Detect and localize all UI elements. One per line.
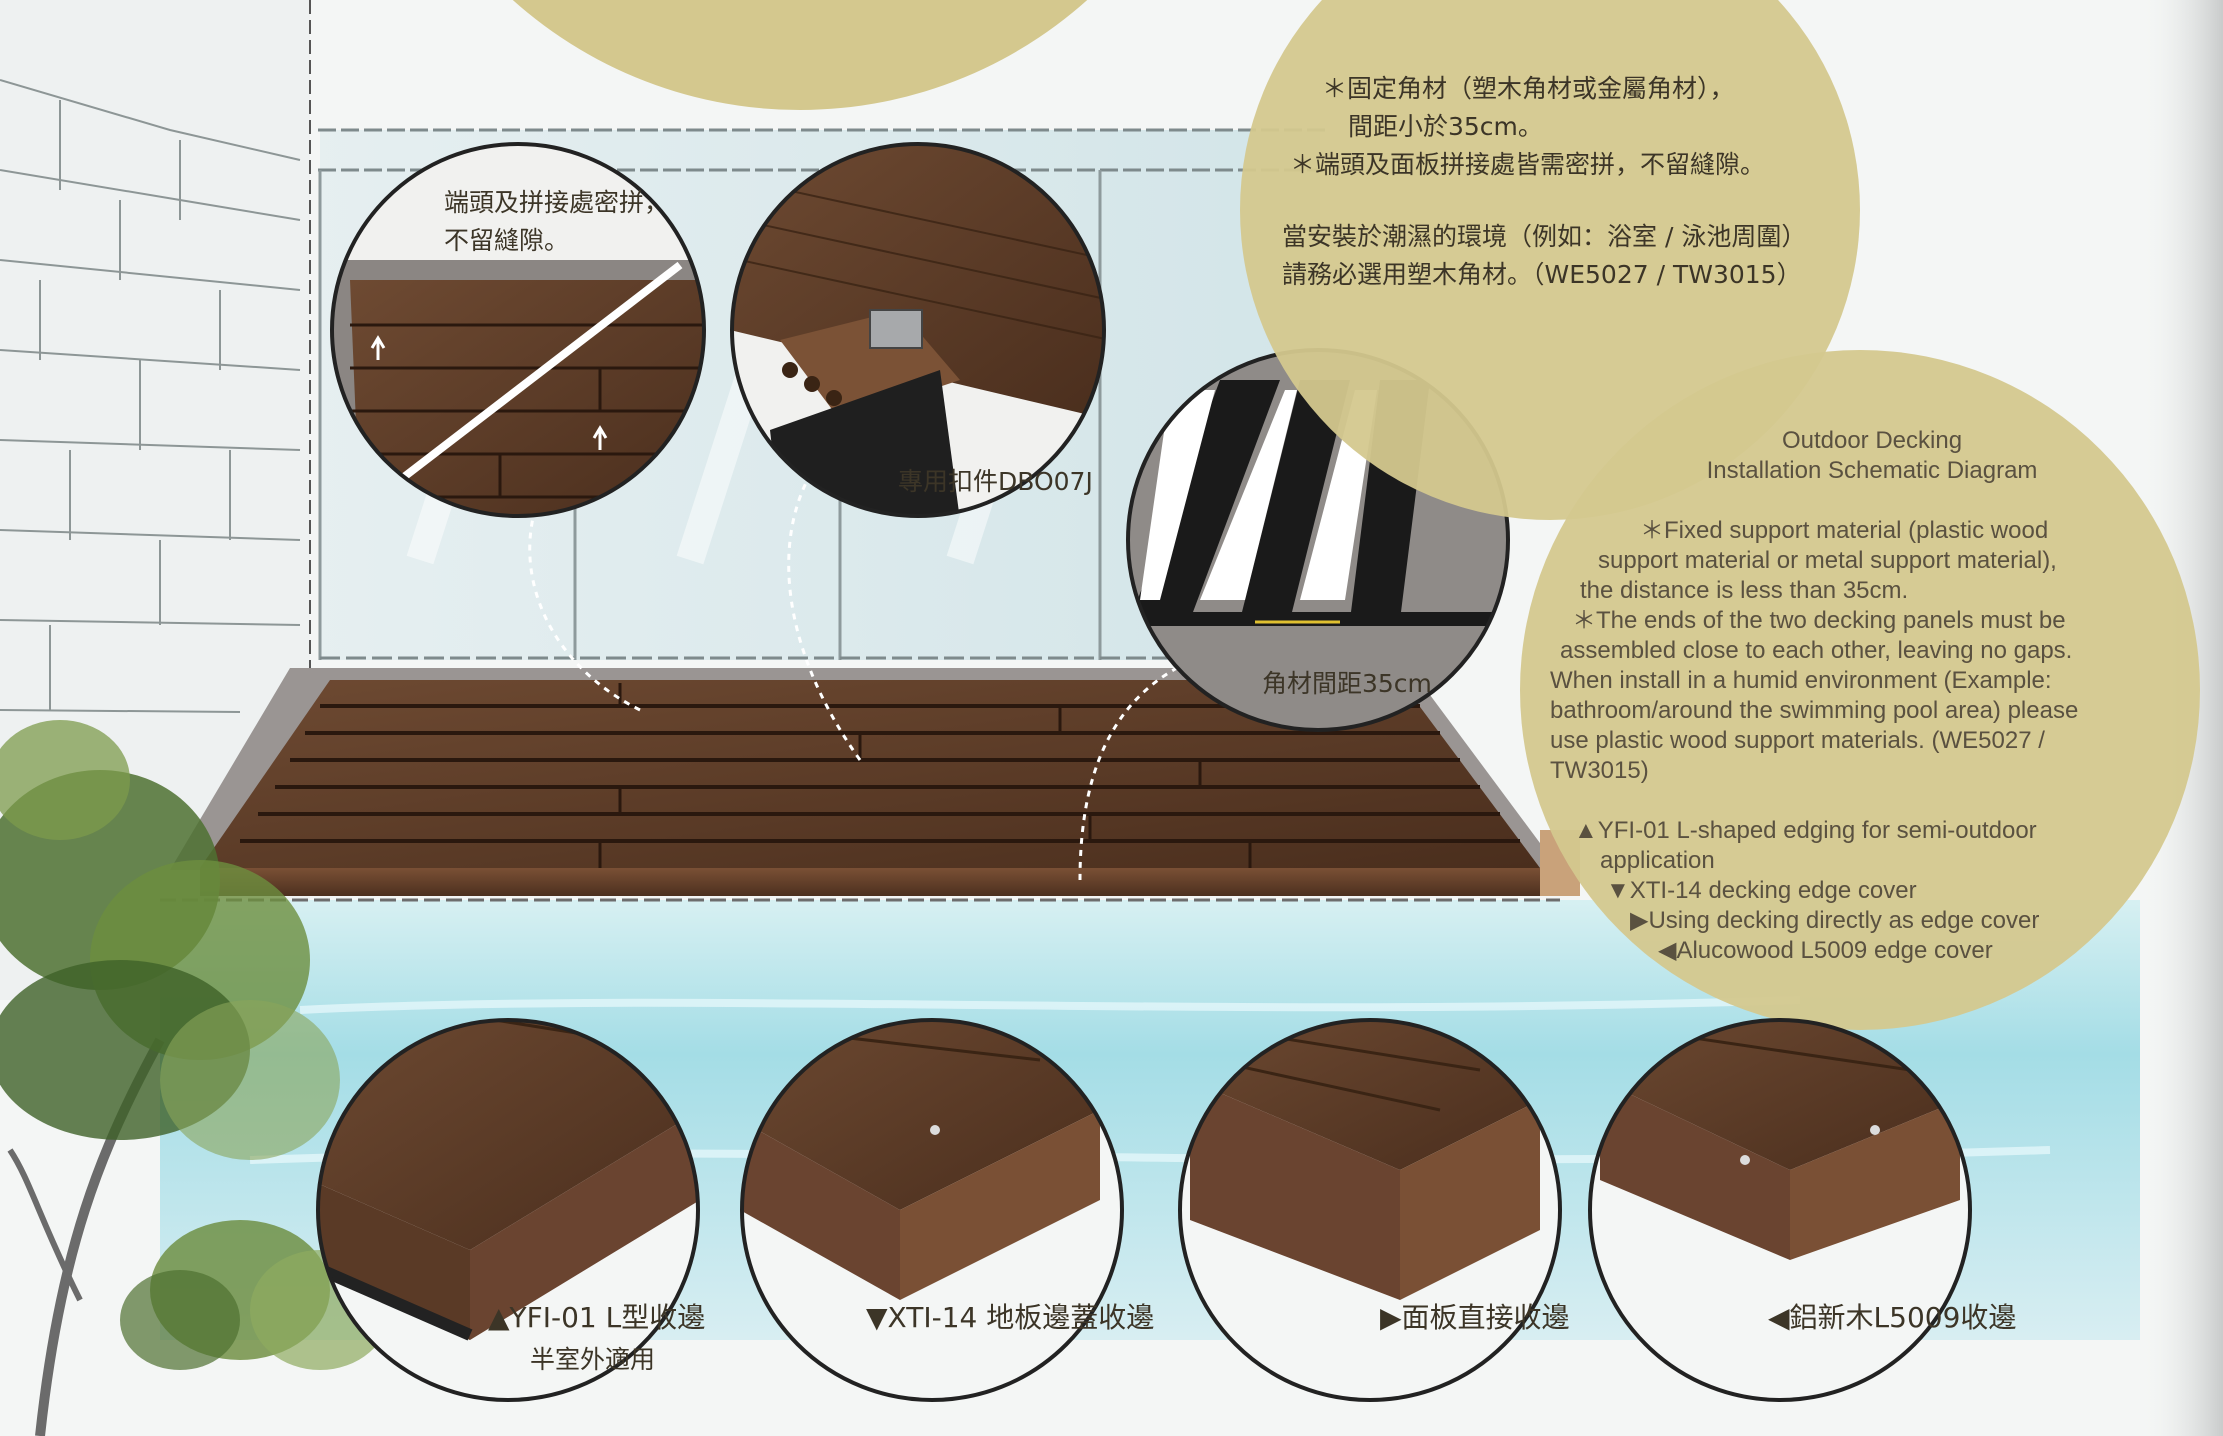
note-cn-line2: 間距小於35cm。 [1348,112,1543,141]
note-en-line: ＊Fixed support material (plastic wood [1640,517,2049,544]
edge-note-line: ▲YFI-01 L-shaped edging for semi-outdoor [1574,817,2037,844]
clip-label: 專用扣件DBO07J [898,467,1093,496]
edge-option-l5009: ◀鋁新木L5009收邊 [1768,1301,2017,1334]
edge-circle-l5009 [1588,1018,1972,1402]
edge-option-xti14: ▼XTI-14 地板邊蓋收邊 [866,1301,1155,1334]
seam-callout-line1: 端頭及拼接處密拼， [444,188,670,217]
edge-note-line: ▶Using decking directly as edge cover [1630,907,2040,934]
notes-en-body: ＊Fixed support material (plastic wood su… [1550,516,2078,786]
edge-circle-xti14 [740,1018,1124,1402]
edge-note-line: ▼XTI-14 decking edge cover [1606,877,1917,904]
note-en-title1: Outdoor Decking [1781,427,1963,454]
edge-option-label: ▲YFI-01 L型收邊 [488,1301,706,1334]
edge-circle-panel [1178,1018,1562,1402]
note-en-title2: Installation Schematic Diagram [1706,457,2038,484]
seam-callout: 端頭及拼接處密拼， 不留縫隙。 [444,184,669,260]
edge-option-sub: 半室外適用 [530,1345,656,1374]
edge-option-panel: ▶面板直接收邊 [1380,1301,1570,1334]
note-en-line: assembled close to each other, leaving n… [1560,637,2073,664]
detail-circle-clip [730,142,1106,518]
accent-circle-en-notes [1520,350,2200,1030]
notes-cn: ＊固定角材（塑木角材或金屬角材）， 間距小於35cm。 ＊端頭及面板拼接處皆需密… [1282,70,1806,294]
note-en-line: support material or metal support materi… [1598,547,2057,574]
note-cn-line3: ＊端頭及面板拼接處皆需密拼，不留縫隙。 [1290,150,1766,179]
note-cn-line1: ＊固定角材（塑木角材或金屬角材）， [1322,74,1735,103]
edge-note-line: application [1600,847,1715,874]
edge-note-line: ◀Alucowood L5009 edge cover [1658,937,1993,964]
note-cn-line5: 請務必選用塑木角材。（WE5027 / TW3015） [1282,260,1802,289]
edge-circle-yfi01 [316,1018,700,1402]
note-cn-line4: 當安裝於潮濕的環境（例如：浴室 / 泳池周圍） [1282,222,1807,251]
seam-callout-line2: 不留縫隙。 [444,226,570,255]
note-en-line: bathroom/around the swimming pool area) … [1550,697,2079,724]
note-en-line: use plastic wood support materials. (WE5… [1550,727,2045,754]
note-en-line: the distance is less than 35cm. [1580,577,1909,604]
note-en-line: TW3015) [1550,757,1649,784]
joist-spacing-label: 角材間距35cm [1262,669,1432,698]
note-en-line: When install in a humid environment (Exa… [1550,667,2052,694]
notes-en-title: Outdoor Decking Installation Schematic D… [1686,426,2058,486]
notes-en-edges: ▲YFI-01 L-shaped edging for semi-outdoor… [1574,816,2039,966]
note-en-line: ＊The ends of the two decking panels must… [1572,607,2066,634]
detail-circle-seam [330,142,706,518]
accent-circle-top [512,0,1088,110]
deck-floor [160,668,1580,902]
edge-option-yfi01: ▲YFI-01 L型收邊 半室外適用 [488,1296,705,1376]
